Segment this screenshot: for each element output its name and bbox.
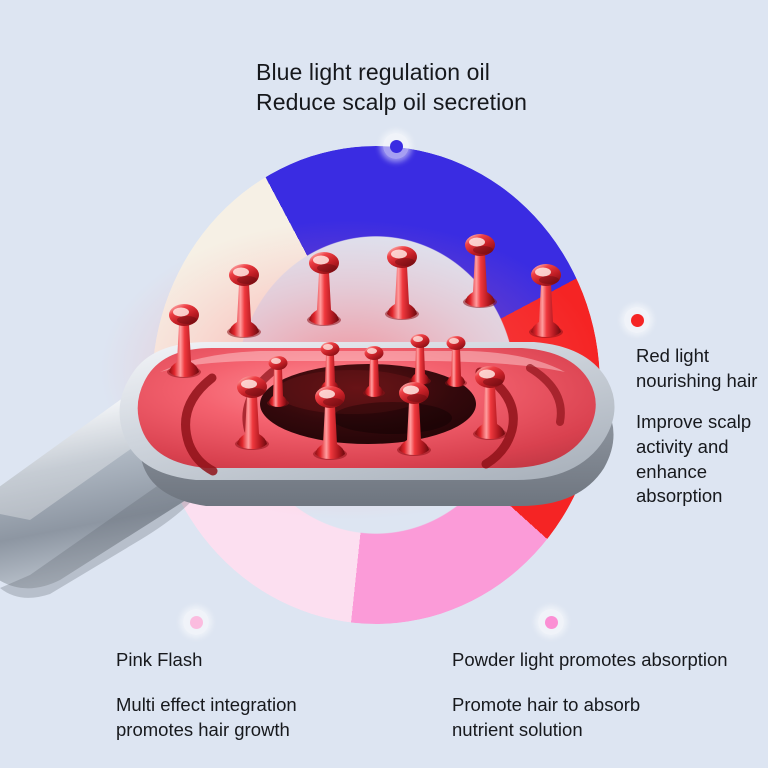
- marker-dot: [189, 615, 203, 629]
- pink-marker-left: [183, 609, 209, 635]
- pink-marker-right: [538, 609, 564, 635]
- callout-red-light-title: Red light nourishing hair: [636, 345, 758, 391]
- callout-powder-light-body: Promote hair to absorb nutrient solution: [452, 694, 641, 740]
- page-title: Blue light regulation oil Reduce scalp o…: [256, 59, 528, 115]
- donut-ring-segments: [152, 146, 600, 624]
- marker-dot: [544, 615, 558, 629]
- marker-dot: [389, 139, 403, 153]
- red-marker: [624, 307, 650, 333]
- callout-pink-flash-title: Pink Flash: [116, 649, 203, 670]
- light-mode-donut-ring: [152, 146, 600, 624]
- callout-powder-light-title: Powder light promotes absorption: [452, 649, 728, 670]
- marker-dot: [630, 313, 644, 327]
- blue-marker: [383, 133, 409, 159]
- callout-red-light-body: Improve scalp activity and enhance absor…: [636, 411, 752, 507]
- callout-pink-flash-body: Multi effect integration promotes hair g…: [116, 694, 297, 740]
